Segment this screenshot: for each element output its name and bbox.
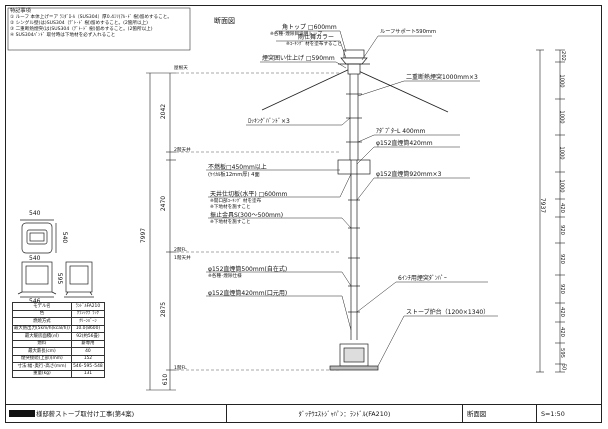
stove-side-view — [64, 261, 94, 298]
title-block: 様邸薪ストーブ取付け工事(第4案) ﾀﾞｯﾁｳｴｽﾄｼﾞｬﾊﾟﾝ：ﾗﾝﾄﾞﾙ(F… — [5, 404, 602, 423]
ceiling-box — [337, 159, 371, 175]
table-row: 最大熱出力(5km/h(kcal/h))10.0(8600) — [12, 324, 106, 333]
drawing-sheet — [5, 5, 602, 423]
label-cap: 角トップ □600mm — [282, 24, 337, 31]
title-project: 様邸薪ストーブ取付け工事(第4案) — [5, 405, 227, 423]
stove-elevation — [329, 343, 379, 371]
level-2f-floor: 2階FL — [174, 248, 187, 253]
dim-right-total: 7937 — [539, 197, 547, 214]
note-item-2: ② シングル壁(は)SUS304（ﾃﾞﾄ･ﾄﾞ 樹)留めすること。(2箇所以上) — [10, 21, 148, 26]
label-noncombustible-sub: (ｹｲｶﾙ板12mm厚) 4面 — [208, 172, 260, 178]
right-dimension-line — [536, 49, 565, 373]
label-brace: 振止金具S(300～500mm) — [210, 212, 284, 219]
label-straight-920: φ152直煙筒920mm×3 — [376, 171, 442, 178]
label-locking-band: ﾛｯｷﾝｸﾞﾊﾞﾝﾄﾞ×3 — [248, 118, 290, 125]
table-row: 色ｸﾗｼｯｸﾌﾞﾗｯｸ — [12, 309, 106, 318]
dim-plan-depth: 540 — [61, 231, 69, 244]
level-roof-top: 屋根天 — [174, 66, 188, 71]
label-noncombustible: 不燃板□450mm以上 — [208, 164, 267, 171]
stove-plan-view — [20, 219, 57, 254]
dim-right-11: 420 — [558, 327, 565, 337]
dim-right-9: 920 — [558, 284, 565, 294]
dim-left-4: 610 — [162, 373, 170, 386]
redacted-name — [9, 410, 35, 417]
dim-left-1: 2042 — [160, 103, 168, 120]
section-label: 断面図 — [214, 17, 235, 25]
stove-front-view — [17, 261, 57, 298]
dim-left-2: 2470 — [160, 195, 168, 212]
notes-title: 特記事項 — [10, 8, 31, 14]
dim-left-3: 2875 — [160, 301, 168, 318]
label-straight-500: φ152直煙筒500mm(自在式) — [208, 266, 288, 273]
label-ceiling-note2: ※下地材を施すこと — [210, 205, 251, 210]
table-row: 最大暖房面積(㎡)92(約56畳) — [12, 332, 106, 341]
label-straight-420-base: φ152直煙筒420mm(口元用) — [208, 290, 288, 297]
note-item-3: ③ 二重断熱煙突(は)SUS304（ﾃﾞﾄ･ﾄﾞ 樹)留めすること。(2箇所以上… — [10, 27, 153, 32]
level-1f-floor: 1階FL — [174, 366, 187, 371]
table-row: 最大薪長(cm)40 — [12, 347, 106, 356]
label-double-flue: 二重断熱煙突1000mm×3 — [406, 74, 478, 81]
label-ceiling-note1: ※開口部ｺｰｷﾝｸﾞ 材を塗布 — [210, 199, 262, 204]
table-row: 寸法:幅･奥行･高さ(mm)546･595･548 — [12, 362, 106, 371]
table-row: モデル名ﾗﾝﾄﾞﾙFA210 — [12, 302, 106, 311]
dim-right-1: 202 — [559, 51, 566, 61]
dim-right-13: 50 — [560, 363, 567, 371]
note-item-4: ④ SUS304ﾊﾞﾝﾄﾞ 取付時は下地材を必ず入れること — [10, 33, 116, 38]
dim-side-width: 546 — [29, 298, 41, 305]
chimney-cap — [338, 49, 370, 75]
label-rain-cover: 雨仕舞カラー — [298, 34, 335, 41]
label-straight-500-note: ※各種･煙除仕様 — [208, 274, 242, 279]
label-adapter: ｱﾀﾞﾌﾟﾀｰL 400mm — [376, 128, 426, 135]
dim-right-3: 1000 — [558, 110, 565, 124]
dim-right-4: 1000 — [558, 146, 565, 160]
dim-right-6: 420 — [558, 203, 565, 213]
dim-right-7: 920 — [558, 225, 565, 235]
left-dimension-line — [146, 72, 176, 391]
level-2f-ceiling: 2階天井 — [174, 148, 191, 153]
note-item-1: ① ルーフ 本体上げ＝ア ﾗﾐﾀﾞﾛ-ﾙ（SUS304）厚0.4ﾐﾘ(ｱﾙ･ﾄﾞ… — [10, 15, 172, 20]
dim-left-total: 7997 — [140, 227, 148, 244]
title-drawing-name: 断面図 — [463, 405, 537, 423]
label-hearth: ストーブ炉台（1200×1340） — [406, 309, 490, 316]
dim-right-8: 920 — [558, 254, 565, 264]
dim-right-2: 1000 — [558, 74, 565, 88]
label-cap-sub: ※各種･煙除目途用トップ — [270, 32, 323, 37]
flue-pipe — [346, 74, 362, 340]
label-inch-damper: 6ｲﾝﾁ用煙突ﾀﾞﾝﾊﾟｰ — [398, 275, 447, 282]
dim-front-height: 595 — [56, 272, 64, 285]
title-scale: S=1:50 — [541, 410, 565, 418]
dim-right-12: 595 — [558, 348, 565, 358]
leader-lines — [206, 30, 498, 367]
table-row: 重量(kg)131 — [12, 369, 106, 378]
spec-table: モデル名ﾗﾝﾄﾞﾙFA210 色ｸﾗｼｯｸﾌﾞﾗｯｸ 燃焼方式ｸﾘｰﾝﾊﾞｰﾝ … — [12, 302, 106, 378]
label-straight-420: φ152直煙筒420mm — [376, 140, 433, 147]
dim-right-10: 420 — [558, 307, 565, 317]
table-row: 煙突接続(上部)(mm)152 — [12, 354, 106, 363]
level-lines — [176, 72, 340, 371]
table-row: 燃料薪専用 — [12, 339, 106, 348]
dim-front-width: 540 — [29, 255, 41, 262]
label-roof-support: ルーフサポート590mm — [380, 29, 437, 35]
table-row: 燃焼方式ｸﾘｰﾝﾊﾞｰﾝ — [12, 317, 106, 326]
label-rain-note: ※ｺｰｷﾝｸﾞ 材を塗布すること — [286, 42, 342, 47]
label-ceiling-cover: 天井仕切板(水平) □600mm — [210, 191, 288, 198]
label-brace-note: ※下地材を施すこと — [210, 220, 251, 225]
roof-lines — [261, 67, 449, 113]
dim-right-5: 1000 — [558, 179, 565, 193]
title-product: ﾀﾞｯﾁｳｴｽﾄｼﾞｬﾊﾟﾝ：ﾗﾝﾄﾞﾙ(FA210) — [227, 405, 463, 423]
level-1f-ceiling: 1階天井 — [174, 256, 191, 261]
label-flashing: 煙突囲い仕上げ □590mm — [262, 55, 335, 62]
dim-plan-width: 540 — [29, 210, 41, 217]
